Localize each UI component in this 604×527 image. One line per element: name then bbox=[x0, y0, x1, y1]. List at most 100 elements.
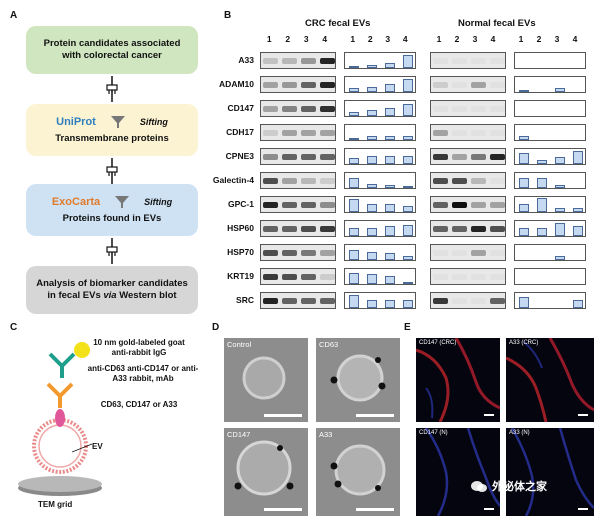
blot-band bbox=[320, 297, 335, 304]
lane-number: 2 bbox=[285, 34, 291, 44]
lane-number: 4 bbox=[322, 34, 328, 44]
blot-band bbox=[471, 273, 486, 280]
normal-blot bbox=[430, 75, 506, 93]
blot-band bbox=[301, 201, 316, 208]
blot-row: HSP60 bbox=[196, 216, 596, 240]
hist-bar bbox=[403, 54, 413, 68]
blot-row: GPC-1 bbox=[196, 192, 596, 216]
lane-number: 4 bbox=[490, 34, 496, 44]
blot-band bbox=[433, 105, 448, 112]
crc-histogram bbox=[344, 51, 416, 69]
antibody-label: anti-CD63 anti-CD147 or anti-A33 rabbit,… bbox=[87, 364, 199, 383]
blot-band bbox=[320, 81, 335, 88]
hist-bar bbox=[403, 78, 413, 92]
blot-band bbox=[433, 273, 448, 280]
watermark-text: 外泌体之家 bbox=[492, 481, 547, 493]
normal-histogram bbox=[514, 99, 586, 117]
normal-histogram bbox=[514, 243, 586, 261]
tem-image-cd63: CD63 bbox=[316, 338, 400, 422]
panel-a-label: A bbox=[10, 10, 18, 21]
blot-band bbox=[452, 177, 467, 184]
funnel-icon-1 bbox=[110, 116, 125, 128]
confocal-image-a33-crc: A33 (CRC) bbox=[505, 337, 595, 423]
blot-band bbox=[282, 81, 297, 88]
blot-band bbox=[301, 249, 316, 256]
blot-band bbox=[263, 177, 278, 184]
flow-box-evs-text: Proteins found in EVs bbox=[62, 213, 162, 224]
blot-band bbox=[282, 225, 297, 232]
blot-band bbox=[452, 273, 467, 280]
blot-band bbox=[471, 297, 486, 304]
crc-blot bbox=[260, 267, 336, 285]
lane-number: 4 bbox=[572, 34, 578, 44]
blot-band bbox=[263, 129, 278, 136]
wechat-icon bbox=[471, 481, 487, 492]
hist-bar bbox=[367, 135, 377, 140]
protein-label: GPC-1 bbox=[228, 199, 254, 209]
normal-blot bbox=[430, 267, 506, 285]
hist-bar bbox=[349, 157, 359, 164]
blot-band bbox=[301, 153, 316, 160]
blot-band bbox=[301, 273, 316, 280]
lane-number: 3 bbox=[303, 34, 309, 44]
crc-histogram bbox=[344, 147, 416, 165]
hist-bar bbox=[403, 185, 413, 188]
panel-d-label: D bbox=[212, 322, 220, 333]
scale-bar-a33 bbox=[356, 508, 394, 511]
hist-bar bbox=[349, 198, 359, 212]
blot-band bbox=[282, 177, 297, 184]
blot-band bbox=[490, 273, 505, 280]
hist-bar bbox=[519, 89, 529, 92]
blot-band bbox=[471, 81, 486, 88]
hist-bar bbox=[367, 109, 377, 116]
flow-box-analysis-line2: in fecal EVs via Western blot bbox=[47, 290, 176, 302]
normal-histogram bbox=[514, 75, 586, 93]
blot-band bbox=[490, 81, 505, 88]
normal-histogram bbox=[514, 51, 586, 69]
blot-band bbox=[320, 273, 335, 280]
normal-blot bbox=[430, 219, 506, 237]
confocal-label-cd147-crc: CD147 (CRC) bbox=[419, 340, 457, 346]
hist-bar bbox=[367, 64, 377, 68]
confocal-scale-3 bbox=[484, 508, 494, 510]
blot-band bbox=[452, 129, 467, 136]
hist-bar bbox=[519, 296, 529, 308]
normal-histogram bbox=[514, 195, 586, 213]
grid-label: TEM grid bbox=[38, 500, 73, 509]
protein-label: CDH17 bbox=[226, 127, 254, 137]
hist-bar bbox=[573, 207, 583, 212]
confocal-label-cd147-n: CD147 (N) bbox=[419, 430, 448, 436]
panel-e-label: E bbox=[404, 322, 411, 333]
blot-band bbox=[433, 153, 448, 160]
crc-blot bbox=[260, 51, 336, 69]
marker-protein bbox=[55, 409, 65, 427]
blot-band bbox=[490, 249, 505, 256]
scale-bar-cd147 bbox=[264, 508, 302, 511]
flow-box-analysis-line2-em: via bbox=[103, 290, 117, 301]
hist-bar bbox=[349, 65, 359, 68]
immunogold-diagram bbox=[18, 342, 102, 496]
blot-band bbox=[320, 249, 335, 256]
hist-bar bbox=[573, 299, 583, 308]
blot-band bbox=[263, 249, 278, 256]
lane-number: 3 bbox=[472, 34, 478, 44]
hist-bar bbox=[573, 225, 583, 236]
gold-label: 10 nm gold-labeled goat anti-rabbit IgG bbox=[93, 338, 185, 357]
normal-blot bbox=[430, 99, 506, 117]
blot-row: ADAM10 bbox=[196, 72, 596, 96]
flow-box-analysis-line2-post: Western blot bbox=[116, 290, 177, 301]
blot-band bbox=[301, 129, 316, 136]
panel-c-label: C bbox=[10, 322, 18, 333]
blot-band bbox=[263, 225, 278, 232]
hist-bar bbox=[349, 227, 359, 236]
crc-blot bbox=[260, 123, 336, 141]
blot-band bbox=[320, 57, 335, 64]
tem-label-cd147: CD147 bbox=[227, 430, 251, 439]
blot-band bbox=[282, 273, 297, 280]
blot-band bbox=[282, 201, 297, 208]
crc-histogram bbox=[344, 195, 416, 213]
